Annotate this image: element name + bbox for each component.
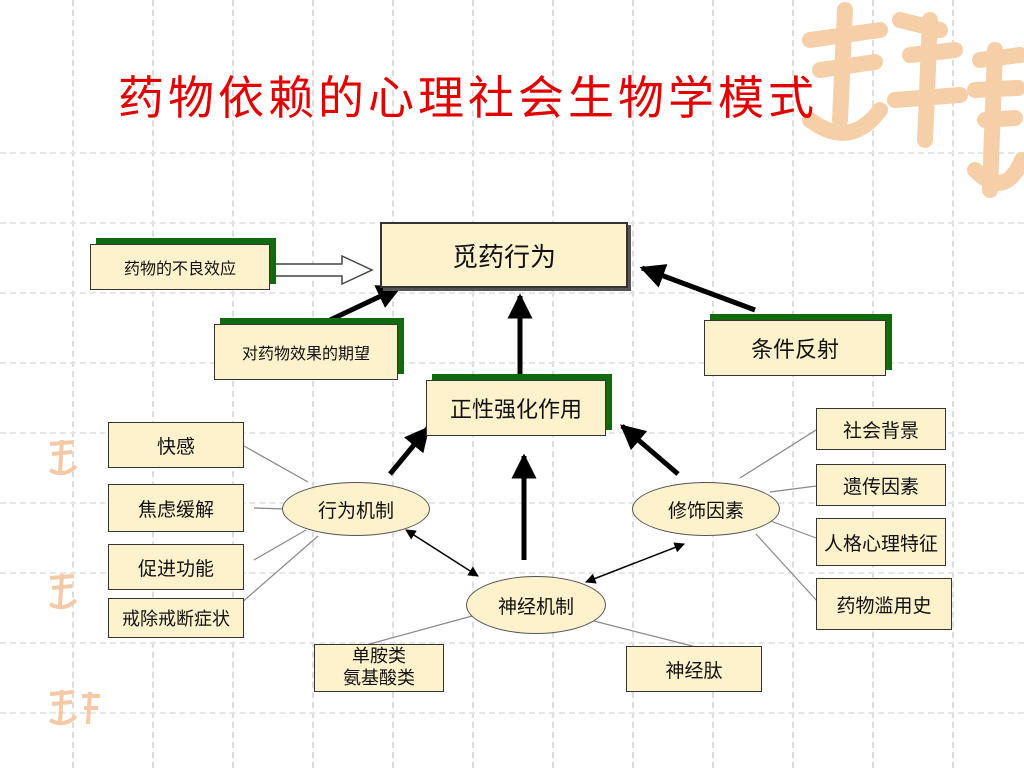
node-social-background: 社会背景 (816, 408, 946, 450)
node-aminoacid-label: 氨基酸类 (343, 668, 415, 689)
node-abuse-history: 药物滥用史 (816, 578, 952, 630)
mini-seal-icon (49, 439, 78, 476)
arrow-conditioned-to-seeking (639, 264, 756, 313)
node-promote-function: 促进功能 (108, 544, 244, 590)
node-neuropeptide: 神经肽 (626, 646, 762, 692)
seal-watermark-icon (802, 2, 1024, 198)
arrow-expectation-to-seeking (328, 284, 403, 323)
arrow-neural-modifying (585, 542, 685, 584)
node-anxiety-relief: 焦虑缓解 (108, 484, 244, 532)
node-neural-mechanism: 神经机制 (466, 576, 606, 634)
node-genetic-factors: 遗传因素 (816, 464, 946, 506)
node-modifying-factors: 修饰因素 (632, 482, 780, 536)
arrow-behavior-to-positive (388, 426, 430, 476)
arrow-modifying-to-positive (620, 424, 680, 476)
mini-seal-icon (49, 689, 100, 726)
node-monoamine-label: 单胺类 (352, 646, 406, 667)
node-positive-reinforcement: 正性强化作用 (426, 380, 606, 436)
mini-seal-icon (49, 573, 78, 610)
node-expectation: 对药物效果的期望 (214, 324, 398, 380)
node-withdrawal-relief: 戒除戒断症状 (108, 598, 244, 638)
node-behavior-mechanism: 行为机制 (282, 482, 430, 536)
page-title: 药物依赖的心理社会生物学模式 (118, 71, 818, 125)
hollow-arrow (271, 254, 374, 286)
node-personality: 人格心理特征 (816, 518, 946, 566)
arrow-behavior-neural (405, 529, 479, 577)
node-neurotransmitters: 单胺类 氨基酸类 (314, 644, 444, 692)
node-adverse-effects: 药物的不良效应 (90, 244, 270, 290)
node-seeking-behavior: 觅药行为 (380, 222, 628, 288)
node-pleasure: 快感 (108, 422, 244, 468)
node-conditioned-reflex: 条件反射 (704, 320, 886, 376)
